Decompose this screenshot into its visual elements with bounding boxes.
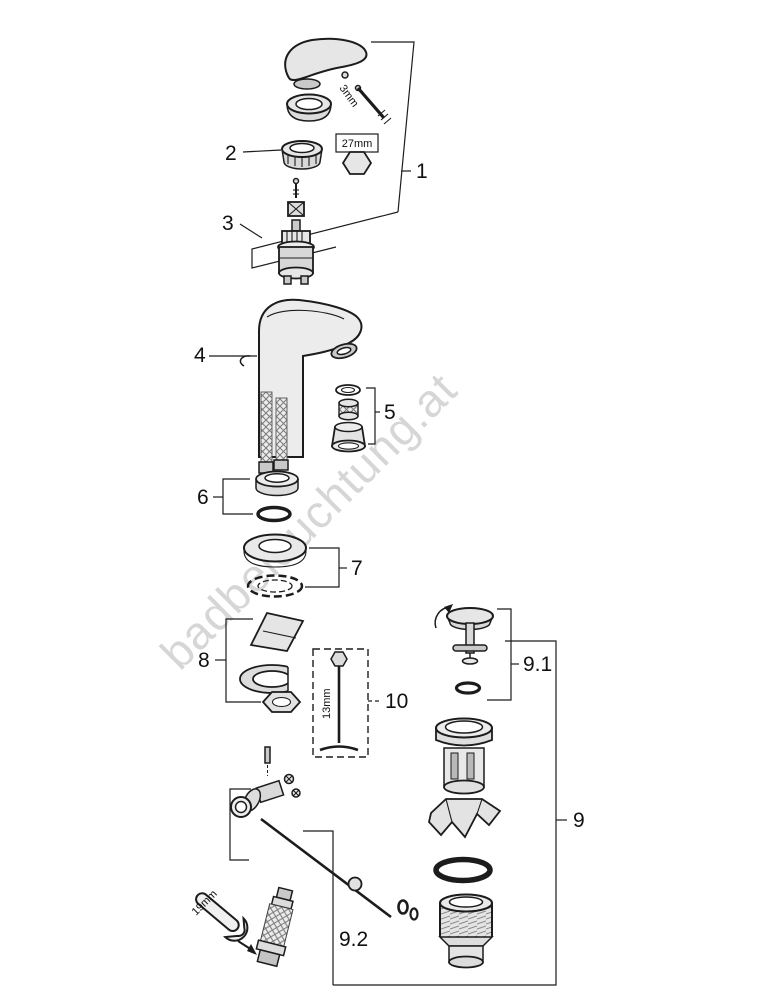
watermark-text: badbeleuchtung.at <box>150 363 466 679</box>
allen-key: 3mm <box>337 83 392 125</box>
socket-size: 13mm <box>321 688 333 719</box>
part-label-9: 9 <box>333 640 585 986</box>
hex-size-callout: 27mm <box>335 133 379 175</box>
svg-text:2: 2 <box>225 142 237 165</box>
part-label-8: 8 <box>198 618 261 703</box>
arrow-icon <box>247 944 257 955</box>
svg-text:7: 7 <box>351 557 363 580</box>
part-label-9-1: 9.1 <box>487 608 552 701</box>
handle-cap-ring <box>286 93 332 122</box>
mounting-wedge <box>249 611 305 652</box>
cartridge-bracket <box>239 211 399 269</box>
part-label-3: 3 <box>222 212 234 235</box>
base-bushing <box>255 470 299 523</box>
drain-body <box>438 893 494 969</box>
aerator-assembly <box>330 384 367 453</box>
svg-text:6: 6 <box>197 486 209 509</box>
part-label-6: 6 <box>197 478 253 515</box>
svg-text:10: 10 <box>385 690 408 713</box>
pivot-pin <box>264 746 271 764</box>
hex-nut-icon <box>341 151 373 175</box>
escutcheon-ring <box>243 533 307 598</box>
tool-box <box>312 648 369 758</box>
part-label-9-2: 9.2 <box>303 830 368 985</box>
svg-text:1: 1 <box>416 160 428 183</box>
svg-text:9.2: 9.2 <box>339 928 368 951</box>
part-label-1: 1 <box>371 41 428 213</box>
part-label-5: 5 <box>366 387 396 445</box>
part-label-4: 4 <box>194 344 257 367</box>
lever-handle <box>284 37 368 90</box>
drain-stopper <box>434 604 494 695</box>
braided-hose <box>255 886 294 968</box>
wrench-19mm: 19mm <box>190 888 257 955</box>
popup-rod-assembly <box>229 746 419 921</box>
socket-tool: 13mm <box>312 648 369 758</box>
wave-washer <box>246 574 304 598</box>
mounting-hardware <box>239 611 306 713</box>
cartridge <box>277 177 315 285</box>
part-label-10: 10 <box>368 690 408 713</box>
drain-clamp <box>428 798 502 839</box>
stopper-o-ring <box>454 681 482 695</box>
svg-text:5: 5 <box>384 401 396 424</box>
base-o-ring <box>256 505 292 523</box>
pivot-rod <box>260 817 392 919</box>
svg-text:4: 4 <box>194 344 206 367</box>
svg-text:9: 9 <box>573 809 585 832</box>
rod-o-ring <box>397 899 409 915</box>
handle-set-screw <box>341 71 349 79</box>
part-label-2: 2 <box>225 142 282 165</box>
ring-nut <box>281 140 323 170</box>
svg-text:8: 8 <box>198 649 210 672</box>
rod-ball <box>347 876 363 892</box>
svg-text:27mm: 27mm <box>342 138 373 150</box>
svg-text:9.1: 9.1 <box>523 653 552 676</box>
drain-o-ring <box>433 856 493 884</box>
drain-flange <box>435 717 493 795</box>
part-label-7: 7 <box>305 547 363 588</box>
